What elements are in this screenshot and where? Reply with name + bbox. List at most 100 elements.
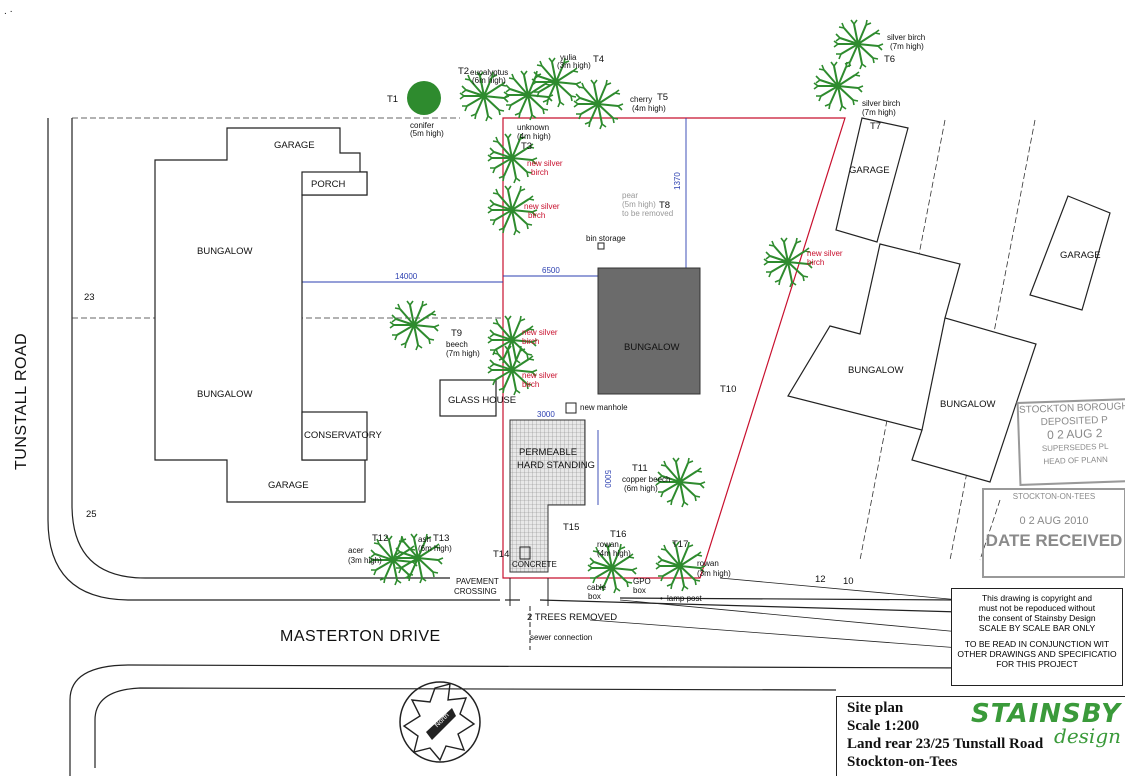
tree-t9-icon <box>389 300 440 351</box>
note-line2: must not be repoduced without <box>978 603 1096 613</box>
birch-5-label: birch <box>522 380 539 389</box>
garage-right2 <box>1029 195 1111 311</box>
stamp2-line2: 0 2 AUG 2010 <box>1019 515 1089 527</box>
title-line4: Stockton-on-Tees <box>847 754 958 770</box>
t17-height: (3m high) <box>697 569 731 578</box>
t12-label: T12 <box>372 533 388 544</box>
t13-label: T13 <box>433 533 449 544</box>
copyright-notes-box: This drawing is copyright and must not b… <box>951 588 1123 686</box>
title-line1: Site plan <box>847 700 904 716</box>
porch-outline <box>301 171 368 196</box>
t9-height: (7m high) <box>446 349 480 358</box>
new-silver-5-label: new silver <box>522 371 558 380</box>
glass-house <box>439 379 497 417</box>
t7-label: T7 <box>870 121 881 132</box>
note-line1: This drawing is copyright and <box>981 593 1093 603</box>
garage-top-label: GARAGE <box>274 140 315 151</box>
permeable-label: PERMEABLE <box>519 447 577 458</box>
note-line5: TO BE READ IN CONJUNCTION WIT <box>964 639 1110 649</box>
birch-1-label: birch <box>531 168 548 177</box>
tunstall-road-label: TUNSTALL ROAD <box>13 333 30 470</box>
birch-3-label: birch <box>807 258 824 267</box>
dim-6500: 6500 <box>542 266 560 275</box>
t4-height: (3m high) <box>557 61 591 70</box>
leader-lines <box>589 577 961 649</box>
stamp2-line3: DATE RECEIVED <box>985 531 1123 550</box>
garage-bottom-label: GARAGE <box>268 480 309 491</box>
t5-label: T5 <box>657 92 668 103</box>
bungalow-right-divider <box>921 317 946 431</box>
brand-design: design <box>1054 724 1121 748</box>
bungalow-right-outline <box>787 243 1037 483</box>
t1-label: T1 <box>387 94 398 105</box>
t6-label: T6 <box>884 54 895 65</box>
north-arrow-icon: North <box>399 681 481 763</box>
t1-desc: conifer <box>410 121 434 130</box>
t14-label: T14 <box>493 549 509 560</box>
porch-label: PORCH <box>311 179 345 190</box>
bungalow-right1-label: BUNGALOW <box>848 365 903 376</box>
new-bungalow-label: BUNGALOW <box>624 342 679 353</box>
new-silver-4-label: new silver <box>522 328 558 337</box>
t11-desc: copper beech <box>622 475 670 484</box>
trees-removed-label: 2 TREES REMOVED <box>527 612 617 623</box>
t6-desc: silver birch <box>887 33 925 42</box>
deposited-plan-stamp: STOCKTON BOROUGH DEPOSITED P 0 2 AUG 2 S… <box>1016 398 1125 486</box>
conifer-tree-icon <box>407 81 441 115</box>
gpo-label: GPO <box>633 577 651 586</box>
note-line6: OTHER DRAWINGS AND SPECIFICATIO <box>957 649 1117 659</box>
bungalow-right2-label: BUNGALOW <box>940 399 995 410</box>
property-lines <box>72 117 1036 561</box>
bin-storage-marker <box>597 242 605 250</box>
glass-house-label: GLASS HOUSE <box>448 395 516 406</box>
conservatory-outline <box>301 411 368 461</box>
t4-desc: yulia <box>560 53 577 62</box>
new-silver-birch-2-icon <box>763 237 814 288</box>
brand-name: STAINSBY <box>971 699 1121 729</box>
t8-label: T8 <box>659 200 670 211</box>
t8-height: (5m high) <box>622 200 656 209</box>
t5-desc: cherry <box>630 95 652 104</box>
cable-label: cable <box>587 583 607 592</box>
crossing-label: CROSSING <box>454 587 497 596</box>
title-line3: Land rear 23/25 Tunstall Road <box>847 736 1044 752</box>
cable-box-label: box <box>588 592 601 601</box>
dim-14000: 14000 <box>395 272 418 281</box>
title-block: Site plan Scale 1:200 Land rear 23/25 Tu… <box>836 696 1125 776</box>
t3-label: T3 <box>521 141 532 152</box>
corner-mark: . · <box>4 6 13 17</box>
t12-height: (3m high) <box>348 556 382 565</box>
manhole-marker <box>565 402 577 414</box>
bungalow-a-label: BUNGALOW <box>197 246 252 257</box>
t3-height: (4m high) <box>517 132 551 141</box>
house-number-10: 10 <box>843 576 854 587</box>
lamp-post-label: lamp post <box>667 594 702 603</box>
conservatory-label: CONSERVATORY <box>304 430 382 441</box>
t5-height: (4m high) <box>632 104 666 113</box>
t16-desc: rowan <box>597 540 619 549</box>
new-silver-2-label: new silver <box>524 202 560 211</box>
t13-desc: ash <box>418 535 431 544</box>
t14-box <box>519 546 531 560</box>
t7-desc: silver birch <box>862 99 900 108</box>
birch-4-label: birch <box>522 337 539 346</box>
dim-1370: 1370 <box>673 172 682 190</box>
t6-height: (7m high) <box>890 42 924 51</box>
stainsby-logo: STAINSBY design <box>971 699 1121 748</box>
t12-desc: acer <box>348 546 364 555</box>
t1-height: (5m high) <box>410 129 444 138</box>
t11-height: (6m high) <box>624 484 658 493</box>
t16-height: (4m high) <box>597 549 631 558</box>
new-bungalow <box>597 267 701 395</box>
t4-label: T4 <box>593 54 604 65</box>
concrete-label: CONCRETE <box>512 560 557 569</box>
gpo-box-label: box <box>633 586 646 595</box>
pavement-label: PAVEMENT <box>456 577 499 586</box>
tree-t7-icon <box>813 61 864 112</box>
t17-label: T17 <box>672 539 688 550</box>
hard-standing-label: HARD STANDING <box>517 460 595 471</box>
t2-desc: eucalyptus <box>470 68 508 77</box>
house-number-23: 23 <box>84 292 95 303</box>
t9-label: T9 <box>451 328 462 339</box>
